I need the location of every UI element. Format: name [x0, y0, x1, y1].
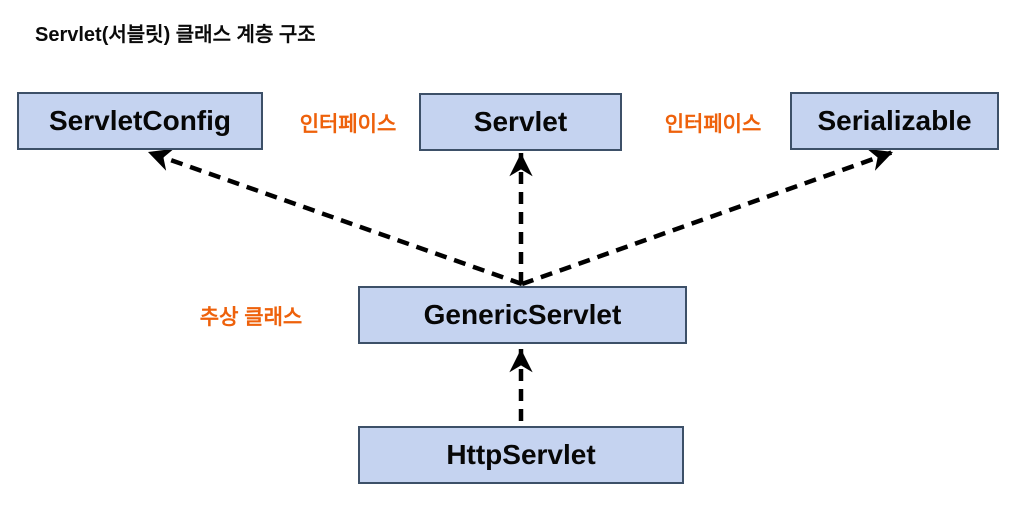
node-httpservlet: HttpServlet	[358, 426, 684, 484]
node-servletconfig: ServletConfig	[17, 92, 263, 150]
node-serializable: Serializable	[790, 92, 999, 150]
node-genericservlet-label: GenericServlet	[423, 299, 622, 330]
node-genericservlet: GenericServlet	[358, 286, 687, 344]
diagram-title: Servlet(서블릿) 클래스 계층 구조	[35, 24, 316, 46]
node-serializable-label: Serializable	[817, 105, 972, 136]
annotation-interface-left: 인터페이스	[299, 113, 397, 136]
node-servletconfig-label: ServletConfig	[48, 105, 232, 136]
arrow-genericservlet-to-servletconfig	[147, 148, 523, 287]
node-httpservlet-label: HttpServlet	[446, 439, 596, 470]
node-servlet-label: Servlet	[473, 106, 568, 137]
node-servlet: Servlet	[419, 93, 622, 151]
arrow-genericservlet-to-serializable	[521, 148, 894, 287]
annotation-abstract-class: 추상 클래스	[199, 306, 303, 329]
annotation-interface-right: 인터페이스	[664, 113, 762, 136]
